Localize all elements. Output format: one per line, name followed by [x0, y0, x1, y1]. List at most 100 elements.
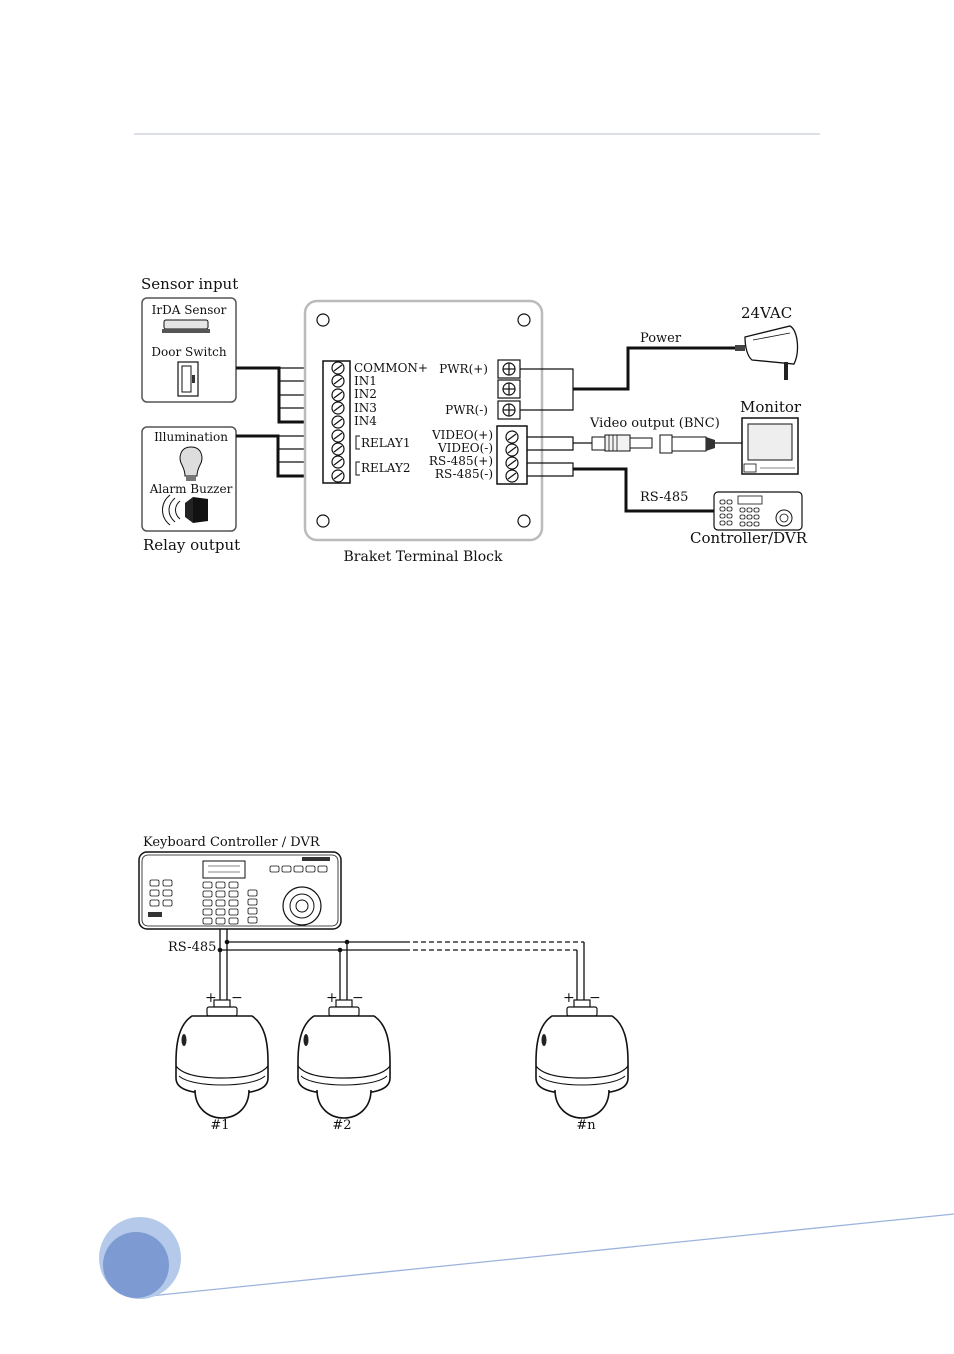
terminal-screw [331, 429, 345, 443]
keyboard-controller-icon [138, 851, 342, 930]
monitor-icon [741, 417, 799, 475]
power-terminal [497, 359, 521, 420]
power-wires [520, 346, 742, 411]
pin-label-video-minus: VIDEO(-) [437, 441, 493, 455]
bus-label: RS-485 [168, 940, 216, 955]
keypad-key [228, 881, 239, 889]
terminal-screw [331, 469, 345, 483]
keypad-key [215, 881, 226, 889]
illumination-label: Illumination [154, 430, 228, 444]
terminal-screw [331, 388, 345, 402]
rs485-bus [219, 929, 585, 1003]
plus-sign: + [205, 990, 217, 1006]
keyboard-controller-label: Keyboard Controller / DVR [143, 835, 321, 850]
keypad-key [247, 907, 258, 915]
rs485-label: RS-485 [640, 490, 688, 505]
pin-label-relay2: RELAY2 [361, 461, 411, 475]
pin-label-common: COMMON+ [354, 361, 428, 375]
footer-rule [139, 1213, 954, 1298]
video-wires [527, 436, 742, 451]
pin-label-rs485-plus: RS-485(+) [429, 454, 493, 468]
minus-sign: − [352, 990, 364, 1006]
terminal-screw [331, 415, 345, 429]
camera-label-1: #1 [210, 1118, 229, 1133]
keypad-key [228, 890, 239, 898]
mounting-hole [316, 514, 330, 528]
plus-sign: + [326, 990, 338, 1006]
power-label: Power [640, 331, 682, 346]
power-adapter-icon [735, 325, 799, 380]
keypad-key [247, 889, 258, 897]
keypad-key [719, 499, 726, 505]
keypad-key [726, 520, 733, 526]
terminal-screw [505, 456, 519, 470]
camera-label-n: #n [576, 1118, 596, 1133]
keypad-key [228, 917, 239, 925]
keypad-key [726, 506, 733, 512]
bus-junction [217, 947, 223, 953]
minus-sign: − [231, 990, 243, 1006]
keypad-key [228, 908, 239, 916]
keypad-key [162, 899, 173, 907]
controller-dvr-label: Controller/DVR [690, 529, 808, 547]
keypad-key [269, 865, 280, 873]
keypad-key [281, 865, 292, 873]
keypad-key [739, 507, 746, 513]
terminal-screw [331, 361, 345, 375]
keypad-key [305, 865, 316, 873]
left-terminal-screws [331, 361, 345, 483]
terminal-screw [331, 442, 345, 456]
keypad-key [215, 899, 226, 907]
keypad-key [149, 899, 160, 907]
keypad-key [162, 889, 173, 897]
keypad-key [753, 507, 760, 513]
pin-label-in2: IN2 [354, 387, 377, 401]
rs485-wires [527, 462, 714, 513]
keypad-key [149, 879, 160, 887]
network-diagram: Keyboard Controller / DVR [138, 835, 629, 1133]
keypad-key [739, 521, 746, 527]
plus-sign: + [563, 990, 575, 1006]
keypad-key [215, 908, 226, 916]
dome-camera-1 [175, 999, 269, 1119]
keypad-key [202, 890, 213, 898]
keypad-key [746, 507, 753, 513]
keypad-key [719, 520, 726, 526]
wiring-diagram: Sensor input IrDA Sensor Door Switch Ill… [141, 275, 808, 565]
keypad-key [202, 881, 213, 889]
keypad-key [202, 908, 213, 916]
camera-label-2: #2 [332, 1118, 351, 1133]
keypad-key [293, 865, 304, 873]
terminal-block [303, 299, 544, 542]
pin-label-in3: IN3 [354, 401, 377, 415]
terminal-screw [331, 374, 345, 388]
keypad-key [753, 521, 760, 527]
keypad-key [746, 514, 753, 520]
keypad-key [247, 898, 258, 906]
bnc-connector-icon [591, 434, 715, 454]
pin-label-in4: IN4 [354, 414, 377, 428]
keypad-key [719, 513, 726, 519]
keypad-key [247, 916, 258, 924]
mounting-hole [517, 514, 531, 528]
alarm-buzzer-icon [162, 494, 208, 526]
keypad-key [202, 917, 213, 925]
keypad-key [746, 521, 753, 527]
keypad-key [719, 506, 726, 512]
keypad-key [753, 514, 760, 520]
bus-junction [224, 939, 230, 945]
door-switch-icon [177, 361, 199, 397]
terminal-screw [331, 455, 345, 469]
power-source-label: 24VAC [741, 304, 792, 322]
pin-label-video-plus: VIDEO(+) [431, 428, 493, 442]
mounting-hole [517, 313, 531, 327]
terminal-screw [505, 430, 519, 444]
dome-camera-n [535, 999, 629, 1119]
keypad-key [202, 899, 213, 907]
relay2-bracket [355, 461, 360, 476]
terminal-block-caption: Braket Terminal Block [344, 549, 503, 565]
bus-junction [344, 939, 350, 945]
terminal-screw [331, 401, 345, 415]
